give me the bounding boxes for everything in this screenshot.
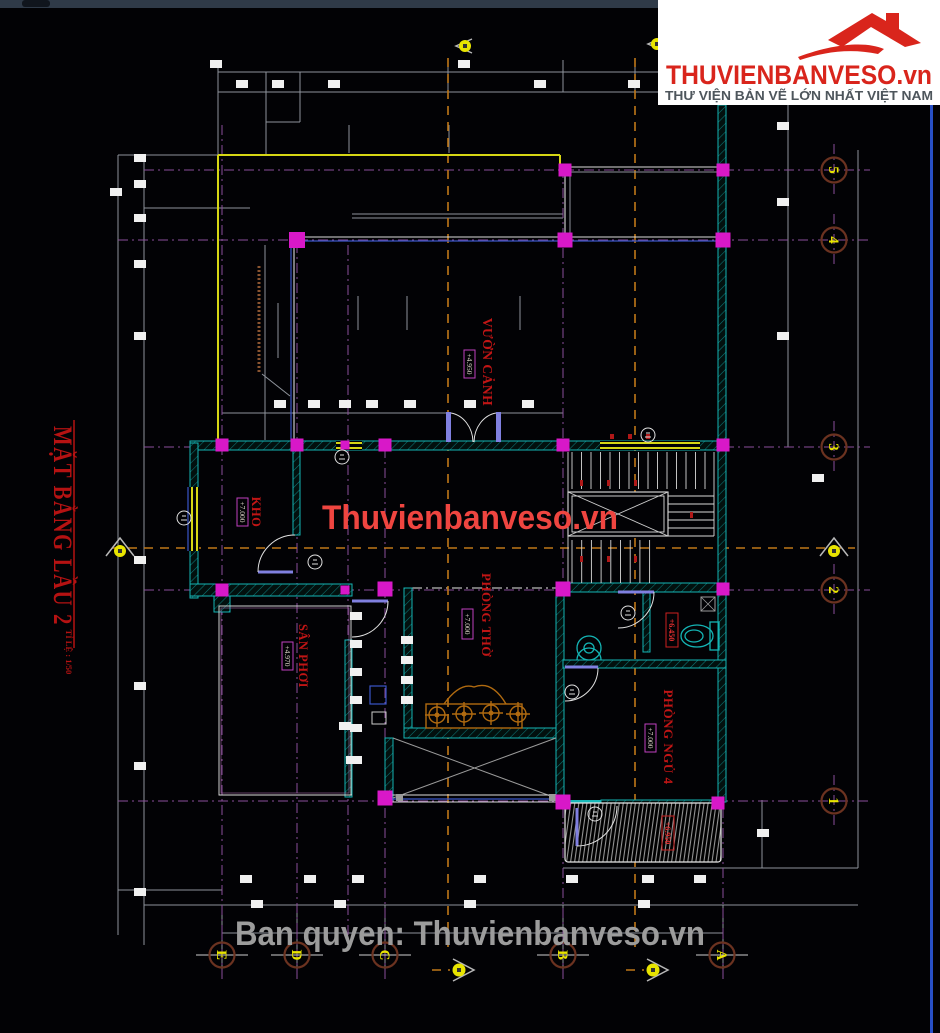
columns <box>215 163 731 810</box>
room-level-vuon-canh: +4.950 <box>465 353 474 374</box>
grid-axes <box>118 108 870 981</box>
section-marker-top-1 <box>454 38 473 54</box>
svg-text:A: A <box>713 950 729 961</box>
top-bar-tab <box>22 0 50 7</box>
brand-roof-icon <box>798 13 921 60</box>
staircase <box>567 452 715 583</box>
drawing-title: MẶT BẰNG LẦU 2 <box>48 426 77 626</box>
window-top-bar <box>0 0 940 8</box>
roof-outline-yellow <box>217 154 561 443</box>
room-label-phong-tho: PHÒNG THỜ <box>479 573 494 657</box>
svg-text:5: 5 <box>825 166 841 174</box>
san-phoi-outline <box>218 605 352 796</box>
drawing-title-block: MẶT BẰNG LẦU 2 TỈ LỆ : 1/50 <box>48 420 77 674</box>
svg-text:2: 2 <box>825 586 841 594</box>
room-label-phong-ngu-4: PHÒNG NGỦ 4 <box>661 689 676 784</box>
room-label-kho: KHO <box>249 497 263 528</box>
door-tags <box>176 427 656 822</box>
room-label-vuon-canh: VƯỜN CẢNH <box>480 318 495 406</box>
grid-bubble-row-4: 4 <box>820 226 848 254</box>
room-labels: VƯỜN CẢNH +4.950 KHO +7.000 PHÒNG THỜ +7… <box>236 318 679 851</box>
grid-bubble-row-1: 1 <box>820 787 848 815</box>
svg-text:B: B <box>554 950 570 960</box>
grid-bubble-col-C: C <box>359 941 411 969</box>
balcony <box>564 802 722 863</box>
copyright-text: Ban quyen: Thuvienbanveso.vn <box>235 915 705 953</box>
section-marker-left <box>105 536 135 557</box>
svg-text:3: 3 <box>825 443 841 451</box>
room-level-san-phoi: +4.970 <box>283 645 292 666</box>
viewport-right-border <box>930 8 933 1033</box>
section-marker-bottom-2 <box>646 958 670 982</box>
void-opening <box>219 737 563 803</box>
grid-bubble-col-A: A <box>696 941 748 969</box>
room-label-san-phoi: SÂN PHƠI <box>296 624 310 688</box>
section-marker-bottom-1 <box>452 958 476 982</box>
svg-text:4: 4 <box>825 236 841 244</box>
brand-tagline: THƯ VIỆN BẢN VẼ LỚN NHẤT VIỆT NAM <box>665 88 933 103</box>
grid-bubble-row-5: 5 <box>820 156 848 184</box>
altar-table <box>425 684 530 729</box>
watermark-text: Thuvienbanveso.vn <box>322 499 618 537</box>
svg-text:E: E <box>213 950 229 960</box>
section-marker-right <box>819 536 849 557</box>
brand-name: THUVIENBANVESO.vn <box>666 60 932 90</box>
drawing-scale: TỈ LỆ : 1/50 <box>64 630 74 675</box>
grid-bubbles: 5 4 3 2 1 E D C B A <box>196 156 848 969</box>
grid-bubble-col-B: B <box>537 941 589 969</box>
dimension-texts <box>110 60 824 908</box>
level-tag-wc: +6.450 <box>667 619 676 642</box>
room-level-kho: +7.000 <box>238 501 247 522</box>
svg-text:C: C <box>376 950 392 961</box>
wc-fixtures <box>369 596 720 725</box>
grid-bubble-col-D: D <box>271 941 323 969</box>
room-level-phong-tho: +7.000 <box>463 613 472 634</box>
grid-bubble-row-3: 3 <box>820 433 848 461</box>
doors <box>257 412 655 847</box>
logo-box: THUVIENBANVESO.vn THƯ VIỆN BẢN VẼ LỚN NH… <box>658 0 940 105</box>
svg-text:D: D <box>288 950 304 961</box>
level-tag-balcony: +6.950 <box>663 822 672 845</box>
grid-bubble-row-2: 2 <box>820 576 848 604</box>
svg-text:1: 1 <box>825 797 841 805</box>
room-level-phong-ngu-4: +7.000 <box>646 727 655 748</box>
garden-border <box>290 166 726 443</box>
grid-bubble-col-E: E <box>196 941 248 969</box>
